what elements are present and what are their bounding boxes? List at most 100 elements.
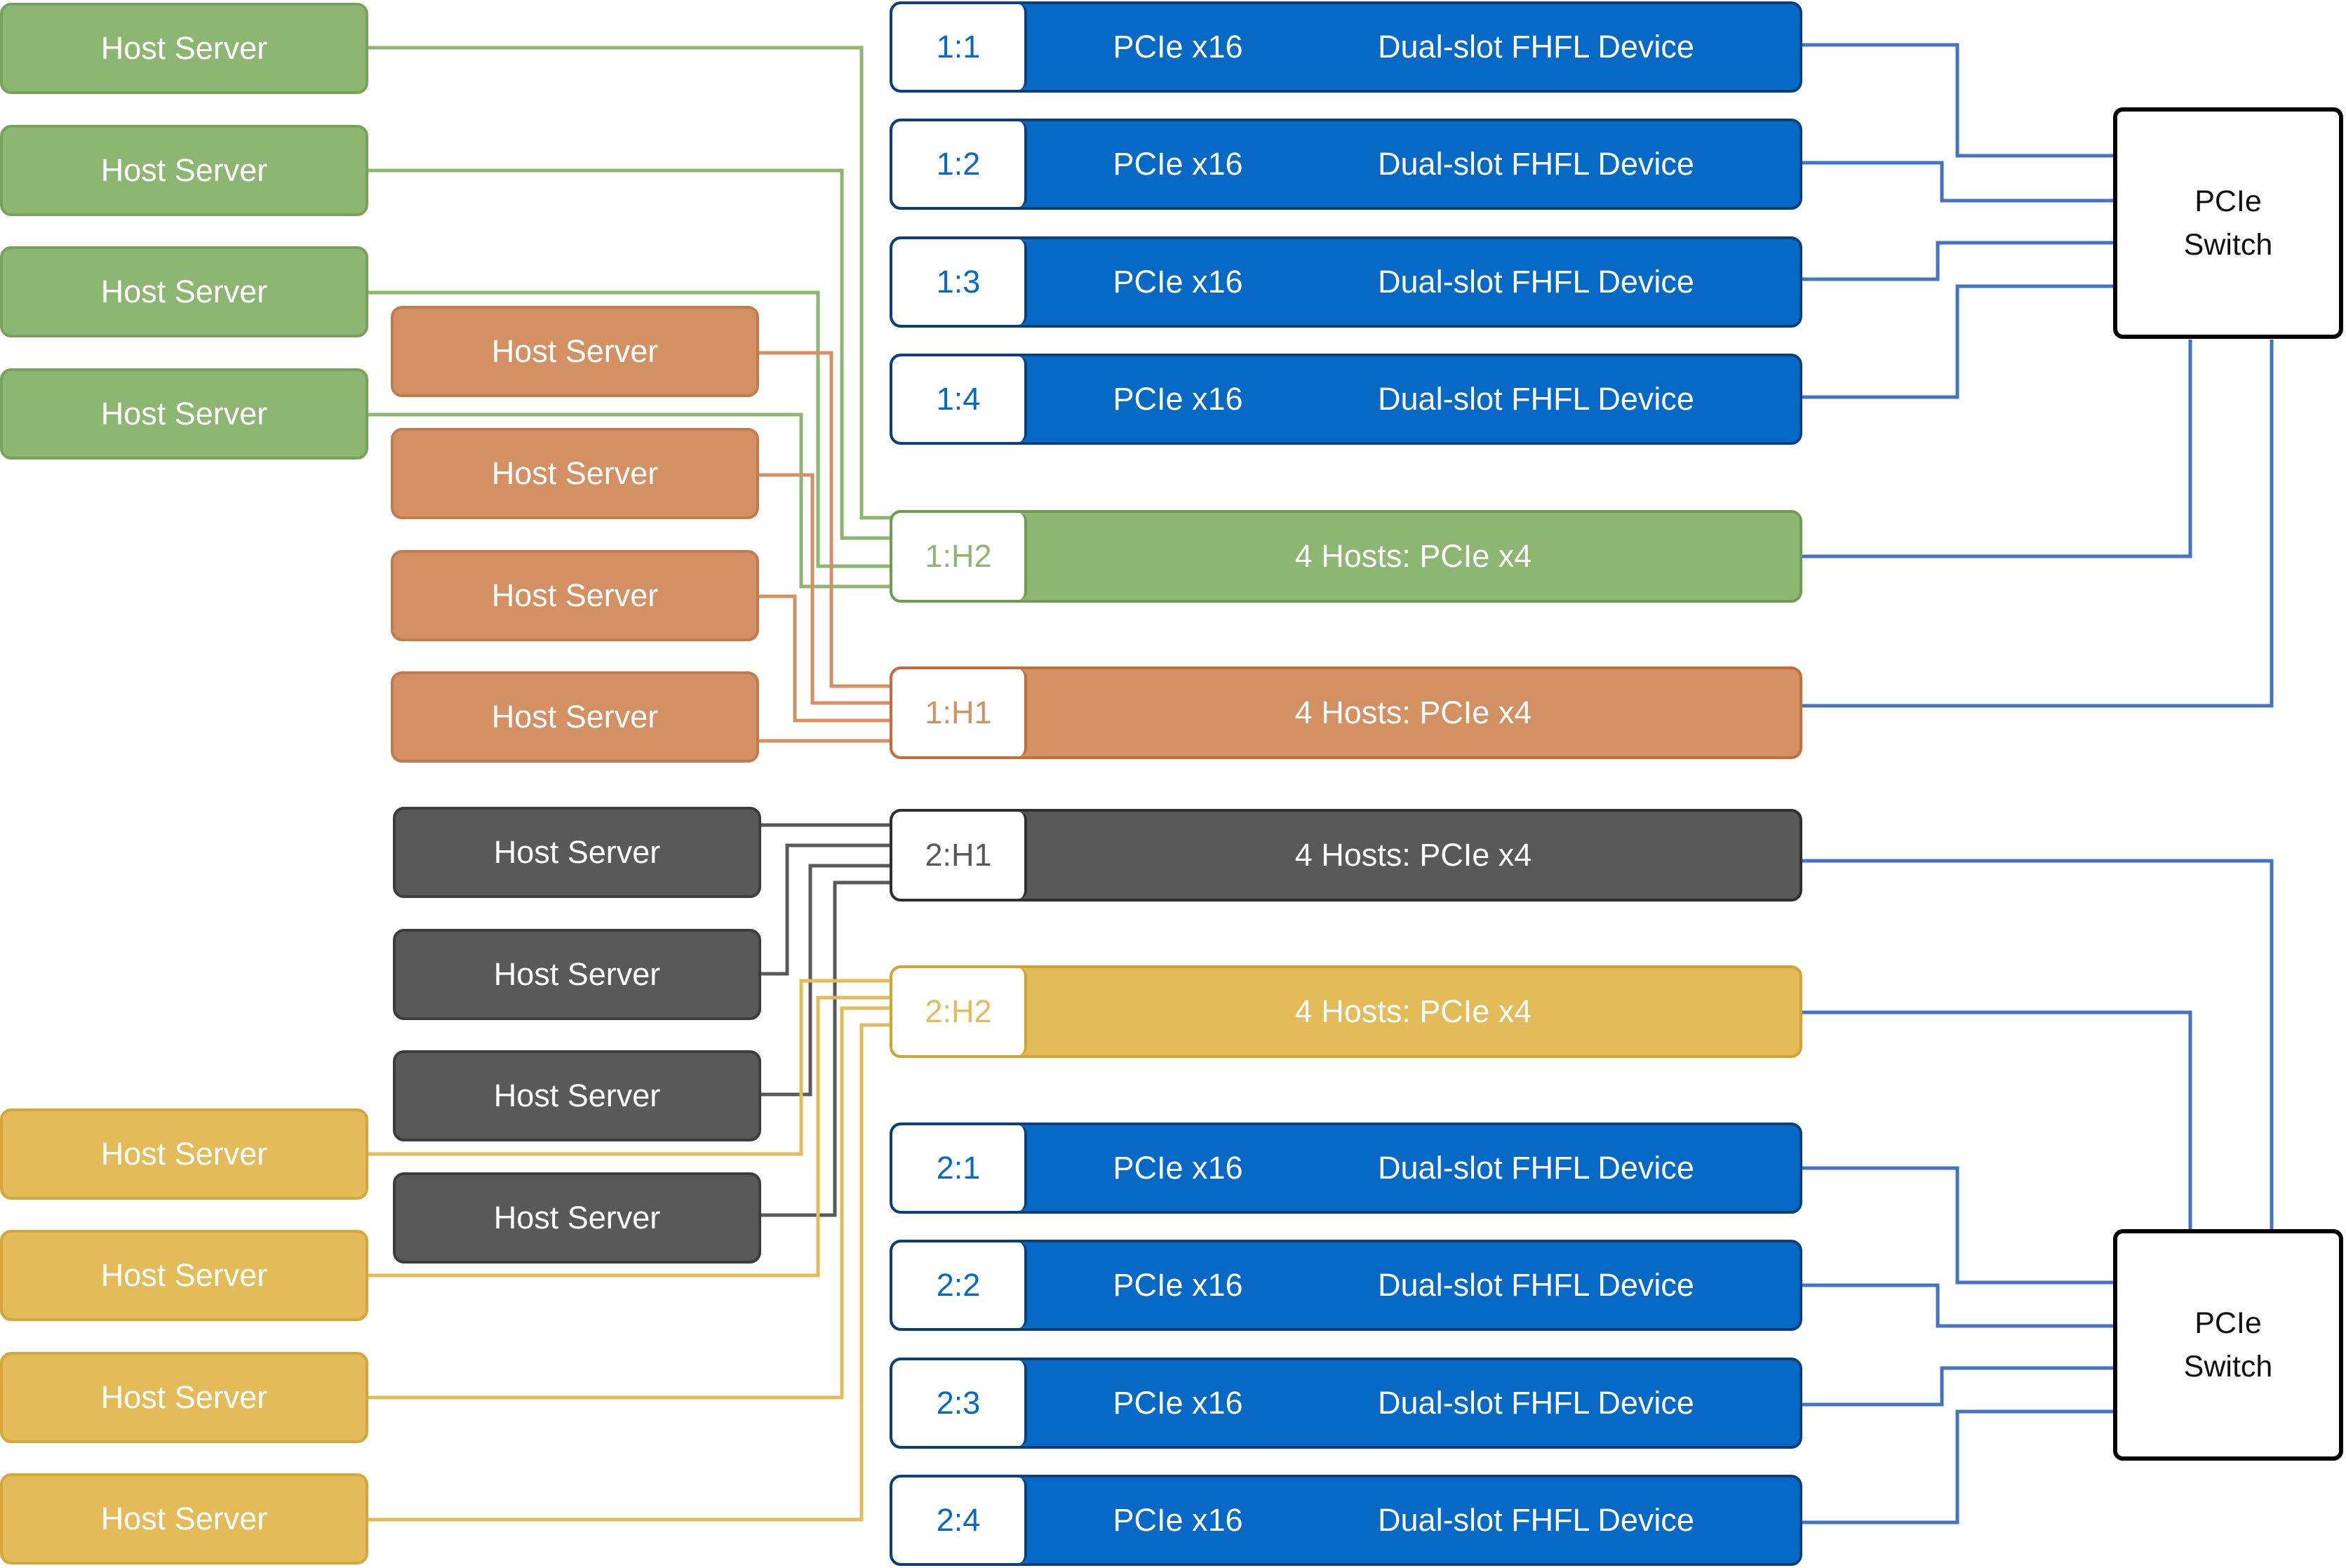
host-server-label: Host Server: [493, 956, 661, 992]
slot-port-label: 2:4: [892, 1477, 1027, 1563]
slot-lanes-label: PCIe x16: [1113, 264, 1243, 300]
link-1h2-switch: [1802, 340, 2192, 558]
link-device-2-4: [1802, 1409, 2114, 1525]
host-server-label: Host Server: [491, 333, 659, 369]
device-slot-1-4: 1:4 PCIe x16 Dual-slot FHFL Device: [890, 354, 1802, 445]
host-port-1-h2: 1:H2 4 Hosts: PCIe x4: [890, 510, 1802, 603]
host-server-label: Host Server: [493, 834, 661, 870]
host-server-label: Host Server: [100, 396, 268, 431]
link-orange-host-1: [759, 351, 891, 688]
host-server-orange-4: Host Server: [391, 671, 759, 763]
link-orange-host-3: [759, 594, 891, 723]
device-slot-2-1: 2:1 PCIe x16 Dual-slot FHFL Device: [890, 1123, 1802, 1214]
switch-label-line1: PCIe: [2194, 185, 2262, 218]
host-server-yellow-2: Host Server: [0, 1230, 368, 1321]
link-2h1-switch: [1802, 859, 2274, 1230]
host-server-orange-3: Host Server: [391, 550, 759, 641]
slot-device-label: Dual-slot FHFL Device: [1378, 1267, 1694, 1303]
host-server-gray-3: Host Server: [393, 1050, 761, 1141]
host-server-green-1: Host Server: [0, 3, 368, 94]
link-device-1-3: [1802, 241, 2114, 281]
link-yellow-host-3: [368, 1006, 891, 1400]
link-gray-host-2: [759, 843, 891, 976]
host-port-label: 2:H2: [892, 968, 1027, 1055]
host-port-label: 1:H2: [892, 513, 1027, 600]
device-slot-1-2: 1:2 PCIe x16 Dual-slot FHFL Device: [890, 119, 1802, 210]
slot-lanes-label: PCIe x16: [1113, 381, 1243, 417]
slot-device-label: Dual-slot FHFL Device: [1378, 264, 1694, 300]
host-port-lanes-label: 4 Hosts: PCIe x4: [1294, 538, 1532, 574]
slot-port-label: 2:2: [892, 1242, 1027, 1328]
slot-lanes-label: PCIe x16: [1113, 1502, 1243, 1538]
host-server-label: Host Server: [491, 455, 659, 491]
link-device-1-1: [1802, 43, 2114, 158]
host-server-label: Host Server: [493, 1200, 661, 1235]
device-slot-2-2: 2:2 PCIe x16 Dual-slot FHFL Device: [890, 1240, 1802, 1331]
link-gray-host-4: [759, 880, 891, 1217]
host-server-green-2: Host Server: [0, 125, 368, 216]
host-server-label: Host Server: [493, 1078, 661, 1113]
link-2h2-switch: [1802, 1010, 2192, 1230]
host-port-label: 2:H1: [892, 812, 1027, 899]
host-server-gray-4: Host Server: [393, 1172, 761, 1264]
host-port-1-h1: 1:H1 4 Hosts: PCIe x4: [890, 666, 1802, 759]
host-server-gray-2: Host Server: [393, 929, 761, 1020]
slot-port-label: 1:2: [892, 121, 1027, 207]
slot-lanes-label: PCIe x16: [1113, 1267, 1243, 1303]
link-device-2-2: [1802, 1283, 2114, 1328]
slot-lanes-label: PCIe x16: [1113, 1385, 1243, 1421]
host-server-gray-1: Host Server: [393, 807, 761, 898]
pcie-switch-2: PCIe Switch: [2113, 1229, 2343, 1461]
link-yellow-host-1: [368, 979, 891, 1156]
slot-port-label: 1:4: [892, 356, 1027, 442]
pcie-switch-1: PCIe Switch: [2113, 107, 2343, 339]
slot-port-label: 1:3: [892, 239, 1027, 325]
slot-device-label: Dual-slot FHFL Device: [1378, 381, 1694, 417]
host-server-label: Host Server: [100, 274, 268, 309]
host-server-yellow-4: Host Server: [0, 1473, 368, 1564]
slot-device-label: Dual-slot FHFL Device: [1378, 1502, 1694, 1538]
link-orange-host-2: [759, 473, 891, 705]
device-slot-2-4: 2:4 PCIe x16 Dual-slot FHFL Device: [890, 1475, 1802, 1566]
host-port-lanes-label: 4 Hosts: PCIe x4: [1294, 837, 1532, 873]
switch-label-line2: Switch: [2183, 1350, 2273, 1383]
host-server-label: Host Server: [100, 1379, 268, 1415]
slot-port-label: 2:1: [892, 1125, 1027, 1211]
slot-lanes-label: PCIe x16: [1113, 146, 1243, 182]
host-port-label: 1:H1: [892, 669, 1027, 756]
host-server-label: Host Server: [100, 1257, 268, 1293]
link-green-host-1: [368, 46, 891, 520]
link-green-host-4: [368, 413, 891, 589]
link-device-1-4: [1802, 284, 2114, 399]
slot-device-label: Dual-slot FHFL Device: [1378, 1385, 1694, 1421]
host-server-yellow-1: Host Server: [0, 1108, 368, 1200]
device-slot-2-3: 2:3 PCIe x16 Dual-slot FHFL Device: [890, 1358, 1802, 1449]
host-server-orange-1: Host Server: [391, 306, 759, 397]
host-port-2-h1: 2:H1 4 Hosts: PCIe x4: [890, 809, 1802, 902]
slot-lanes-label: PCIe x16: [1113, 29, 1243, 65]
slot-device-label: Dual-slot FHFL Device: [1378, 146, 1694, 182]
slot-port-label: 1:1: [892, 4, 1027, 90]
host-server-orange-2: Host Server: [391, 428, 759, 519]
host-server-green-3: Host Server: [0, 246, 368, 337]
host-server-green-4: Host Server: [0, 368, 368, 460]
device-slot-1-1: 1:1 PCIe x16 Dual-slot FHFL Device: [890, 1, 1802, 93]
link-yellow-host-2: [368, 996, 891, 1278]
host-server-label: Host Server: [491, 699, 659, 735]
slot-device-label: Dual-slot FHFL Device: [1378, 1150, 1694, 1186]
host-port-lanes-label: 4 Hosts: PCIe x4: [1294, 993, 1532, 1029]
link-device-1-2: [1802, 161, 2114, 203]
slot-port-label: 2:3: [892, 1360, 1027, 1446]
host-port-2-h2: 2:H2 4 Hosts: PCIe x4: [890, 965, 1802, 1058]
link-device-2-3: [1802, 1366, 2114, 1407]
link-yellow-host-4: [368, 1023, 891, 1522]
slot-device-label: Dual-slot FHFL Device: [1378, 29, 1694, 65]
device-slot-1-3: 1:3 PCIe x16 Dual-slot FHFL Device: [890, 236, 1802, 328]
host-server-label: Host Server: [491, 577, 659, 613]
link-1h1-switch: [1802, 340, 2274, 708]
switch-label-line1: PCIe: [2194, 1306, 2262, 1340]
host-server-label: Host Server: [100, 30, 268, 66]
host-server-label: Host Server: [100, 1501, 268, 1536]
link-green-host-2: [368, 168, 891, 540]
